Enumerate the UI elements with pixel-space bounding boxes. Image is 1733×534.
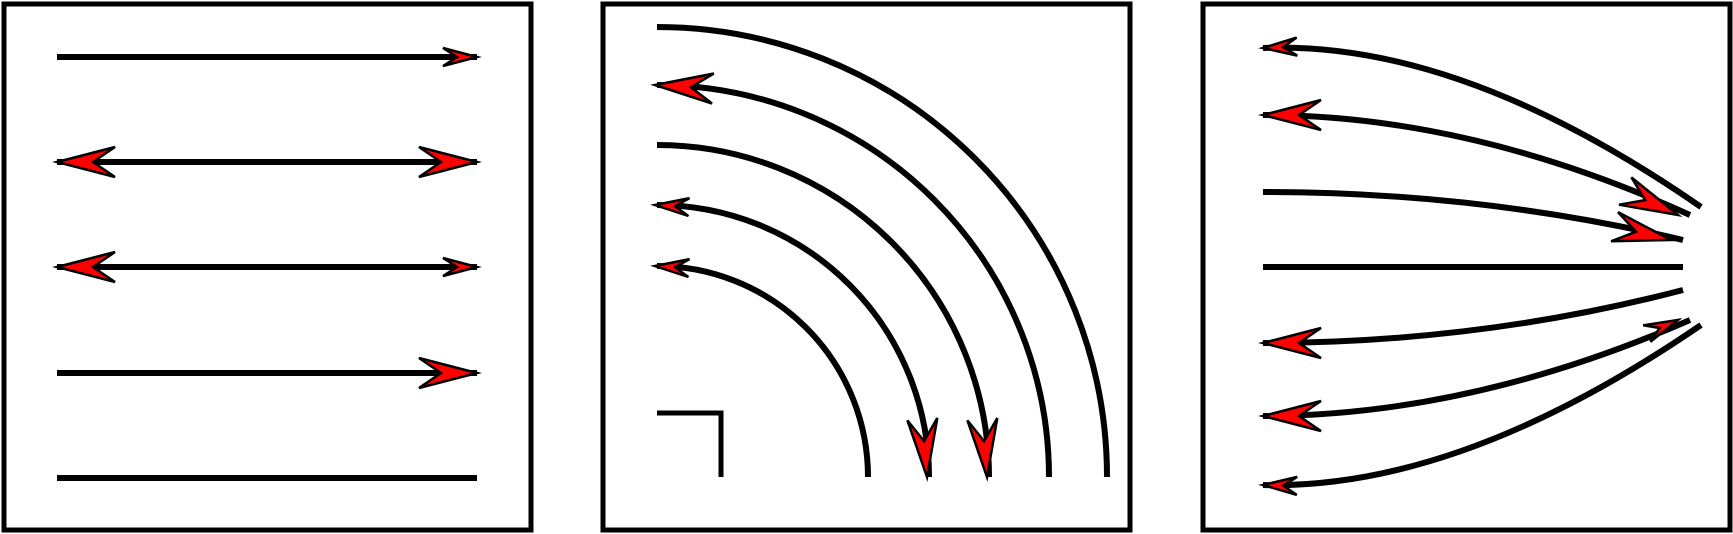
fan-curve [1262,317,1692,419]
panel-quarter-arcs [650,24,1110,482]
quarter-arc [656,202,932,478]
quarter-arc [656,82,1052,478]
panel-straight-arrows [52,46,482,481]
arrowhead-left-icon [650,257,691,279]
arrowhead-left-icon [52,145,116,179]
panel-frame-straight [1,1,534,533]
arrowhead-down-icon [966,417,999,482]
quarter-arc [656,263,871,478]
panel-frame-arcs [600,1,1133,533]
arrowhead-right-icon [442,46,482,68]
quarter-arc [656,24,1110,478]
panel-frame-fan [1200,1,1733,533]
arrowhead-right-icon [442,256,482,278]
arrowhead-left-icon [650,196,691,218]
arrowhead-down-icon [906,417,939,482]
arrowhead-left-icon [650,72,715,105]
arrowhead-left-icon [1258,98,1322,132]
arrowhead-right-icon [1618,176,1683,218]
arrowhead-left-icon [1258,399,1322,433]
fan-curve [1262,322,1703,489]
arrowhead-right-icon [418,145,482,179]
arrowhead-right-icon [1642,318,1683,343]
right-angle-marker [657,410,724,477]
fan-curve [1262,112,1692,218]
arrowhead-left-icon [1258,475,1298,497]
arrowhead-left-icon [1258,36,1298,57]
panel-fan-curves [1258,36,1703,497]
arrowhead-right-icon [1610,210,1676,243]
fan-curve [1262,287,1684,346]
arrowhead-left-icon [1258,326,1322,360]
fan-curve [1262,44,1703,210]
quarter-arc [656,142,992,478]
fan-curve [1262,189,1684,243]
arrowhead-right-icon [418,356,482,390]
arrowhead-left-icon [52,250,116,284]
